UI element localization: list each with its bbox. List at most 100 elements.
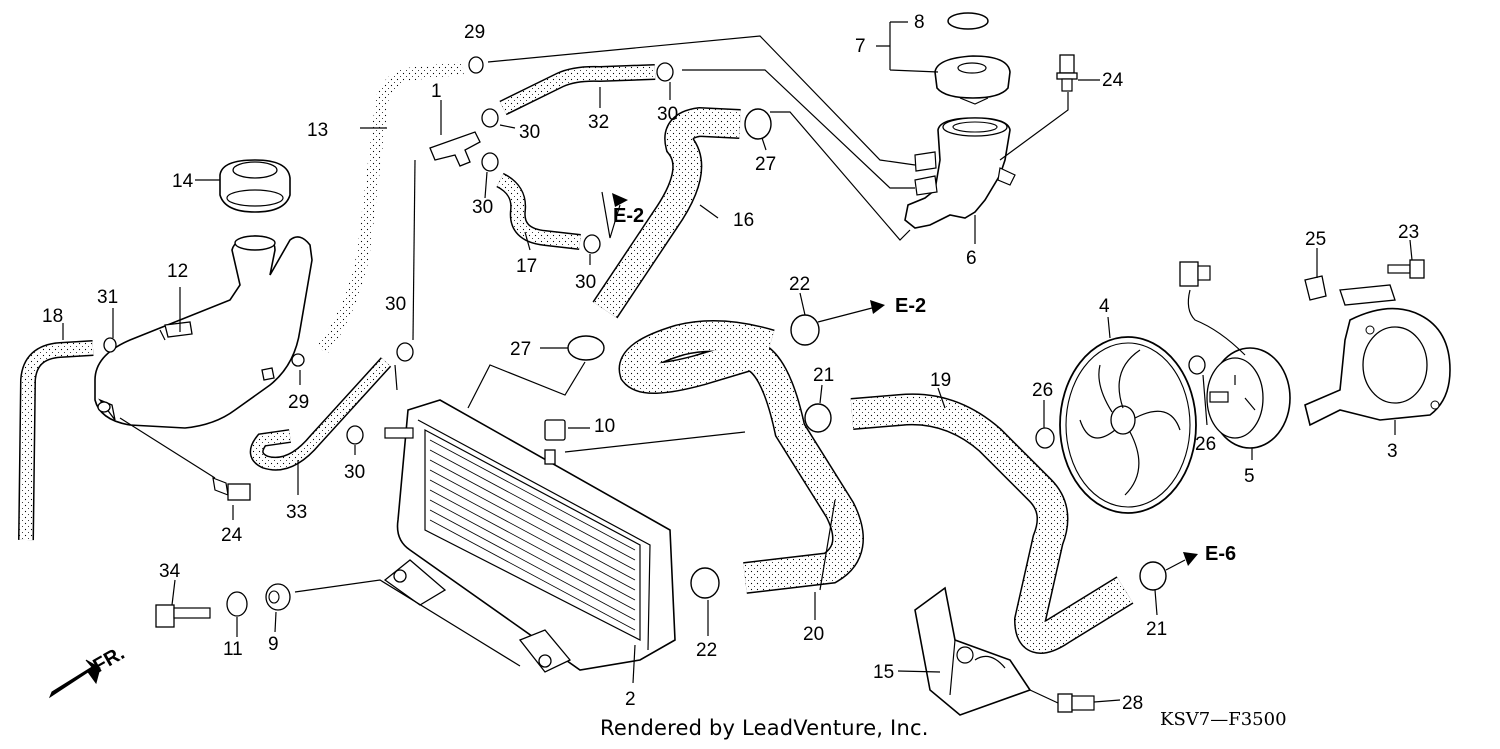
callout-3: 3 — [1387, 441, 1398, 462]
callout-24-upper: 24 — [1102, 70, 1124, 91]
ref-e2-right[interactable]: E-2 — [895, 295, 926, 317]
callout-14: 14 — [172, 171, 194, 192]
callout-16: 16 — [733, 210, 754, 231]
ref-arrow-e2-upper — [601, 191, 628, 239]
clamp-30-f — [346, 425, 364, 445]
clip-25 — [1304, 275, 1327, 301]
callout-28: 28 — [1122, 693, 1143, 714]
callout-21-bottom: 21 — [1146, 619, 1167, 640]
ref-arrow-e6 — [1165, 552, 1198, 571]
filler-neck — [904, 117, 1016, 229]
callout-27-top: 27 — [755, 154, 776, 175]
callout-18: 18 — [42, 306, 63, 327]
callout-8: 8 — [914, 12, 925, 33]
hose-18 — [18, 340, 94, 541]
callout-9: 9 — [268, 634, 279, 655]
reservoir-cap — [219, 159, 291, 213]
fan-motor — [1179, 261, 1291, 449]
callout-11: 11 — [223, 639, 243, 660]
callout-5: 5 — [1244, 466, 1255, 487]
callout-30-f: 30 — [344, 462, 365, 483]
clamp-27-top — [744, 108, 772, 140]
fitting-30-f — [384, 427, 414, 439]
leader-lines — [62, 21, 1413, 704]
cap-seal — [947, 12, 989, 30]
callout-21-mid: 21 — [813, 365, 834, 386]
clamp-22-top — [790, 314, 820, 346]
callout-32: 32 — [588, 112, 609, 133]
callout-17: 17 — [516, 256, 537, 277]
hose-32 — [499, 64, 656, 116]
lower-bracket — [914, 586, 1032, 716]
hose-13 — [316, 61, 464, 355]
front-direction-arrow: FR. — [48, 642, 128, 699]
hose-16 — [592, 106, 741, 319]
hose-20 — [618, 320, 864, 594]
hose-17 — [496, 172, 581, 250]
hose-19 — [850, 393, 1134, 654]
callout-33: 33 — [286, 502, 307, 523]
callout-30-c: 30 — [472, 197, 493, 218]
clamp-30-d — [583, 234, 601, 254]
grommet-9 — [265, 583, 291, 611]
callout-29-lower: 29 — [288, 392, 309, 413]
callout-30-a: 30 — [519, 122, 540, 143]
callout-12: 12 — [167, 261, 188, 282]
ref-arrow-e2-right — [817, 300, 885, 323]
callout-7: 7 — [855, 36, 866, 57]
radiator-cap — [934, 55, 1011, 105]
collar-26-right — [1188, 355, 1206, 375]
ref-e6[interactable]: E-6 — [1205, 543, 1236, 565]
callout-22-bottom: 22 — [696, 640, 717, 661]
bolt-24-upper — [1056, 54, 1078, 92]
bolt-24-lower — [212, 477, 251, 501]
callout-13: 13 — [307, 120, 328, 141]
callout-10: 10 — [594, 416, 615, 437]
callout-24-lower: 24 — [221, 525, 243, 546]
callout-27-mid: 27 — [510, 339, 531, 360]
callout-26-right: 26 — [1195, 434, 1216, 455]
callout-6: 6 — [966, 248, 977, 269]
footer-credit: Rendered by LeadVenture, Inc. — [600, 716, 929, 740]
callout-31: 31 — [97, 287, 118, 308]
clamp-30-b — [481, 152, 499, 172]
collar-11 — [226, 591, 248, 617]
clamp-30-e — [396, 342, 414, 362]
callout-4: 4 — [1099, 296, 1110, 317]
clamp-21-bottom — [1139, 561, 1167, 591]
clamp-30-c — [656, 62, 674, 82]
reservoir-tank — [94, 235, 313, 429]
clamp-27-mid — [567, 335, 605, 361]
bolt-23 — [1387, 259, 1425, 279]
callout-19: 19 — [930, 370, 951, 391]
callout-1: 1 — [431, 81, 442, 102]
callout-30-e: 30 — [385, 294, 406, 315]
callout-25: 25 — [1305, 229, 1326, 250]
callout-22-top: 22 — [789, 274, 810, 295]
clamp-21-mid — [804, 403, 832, 433]
bolt-28 — [1057, 693, 1095, 713]
callout-34: 34 — [159, 561, 181, 582]
fan-shroud-bracket — [1304, 284, 1451, 427]
callout-30-b: 30 — [657, 104, 678, 125]
callout-29-top: 29 — [464, 22, 485, 43]
callout-20: 20 — [803, 624, 824, 645]
clamp-31 — [103, 337, 117, 353]
radiator — [383, 399, 676, 673]
fitting-1 — [429, 131, 481, 167]
clamp-29-lower — [291, 353, 305, 367]
clamp-22-bottom — [690, 567, 720, 599]
clamp-30-a — [481, 108, 499, 128]
callout-23: 23 — [1398, 222, 1419, 243]
diagram-code: KSV7—F3500 — [1160, 709, 1287, 730]
bolt-10 — [544, 419, 566, 441]
bolt-34 — [155, 604, 211, 628]
callout-26-left: 26 — [1032, 380, 1053, 401]
callout-2: 2 — [625, 689, 636, 710]
callout-30-d: 30 — [575, 272, 596, 293]
collar-26-left — [1035, 427, 1055, 449]
clamp-29-top — [468, 56, 484, 74]
callout-15: 15 — [873, 662, 894, 683]
ref-e2-upper[interactable]: E-2 — [613, 205, 644, 227]
